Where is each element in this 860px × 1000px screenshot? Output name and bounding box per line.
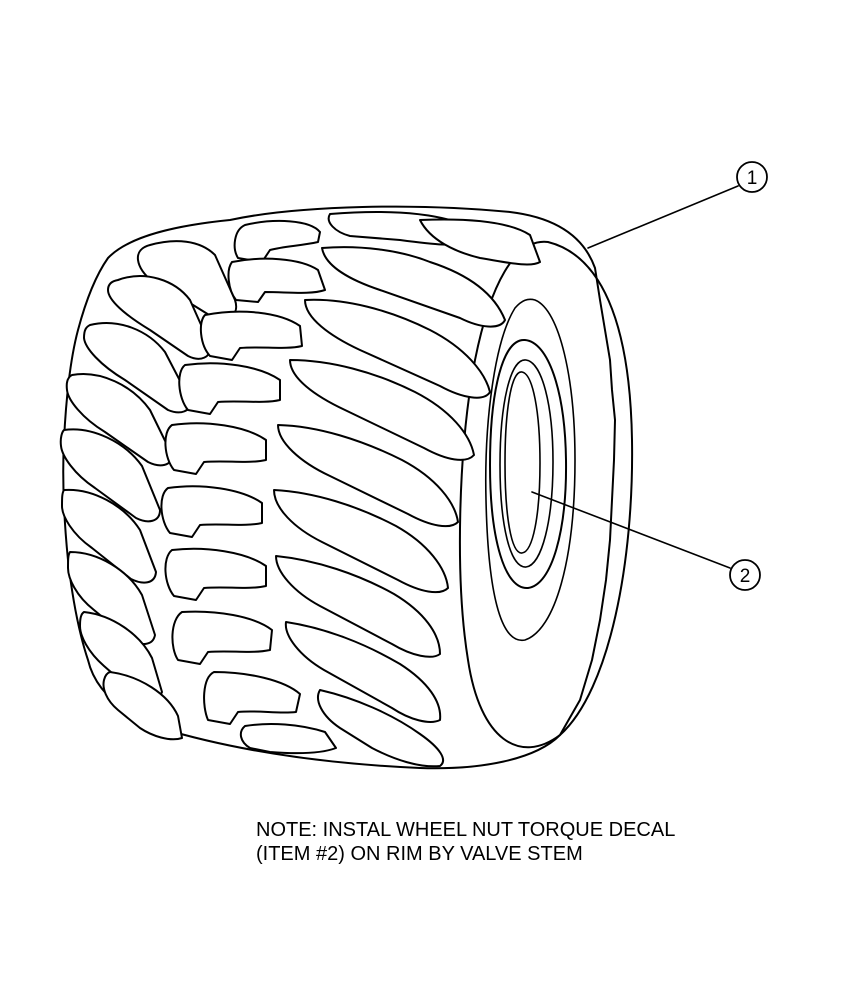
note-line-1: NOTE: INSTAL WHEEL NUT TORQUE DECAL bbox=[256, 819, 676, 841]
leader-line-1 bbox=[587, 185, 739, 249]
rim-outer bbox=[489, 338, 568, 590]
tire-sidewall bbox=[458, 240, 634, 749]
rim-hub bbox=[504, 371, 541, 554]
callout-1: 1 bbox=[736, 161, 768, 193]
installation-note: NOTE: INSTAL WHEEL NUT TORQUE DECAL (ITE… bbox=[256, 818, 816, 866]
tire-bead-line bbox=[484, 298, 576, 641]
tire-illustration bbox=[59, 205, 634, 770]
callout-2: 2 bbox=[729, 559, 761, 591]
callout-2-label: 2 bbox=[740, 566, 751, 587]
tread-lugs bbox=[59, 211, 541, 768]
note-line-2: (ITEM #2) ON RIM BY VALVE STEM bbox=[256, 843, 583, 865]
leader-line-2 bbox=[531, 491, 731, 569]
callout-1-label: 1 bbox=[747, 168, 758, 189]
rim-inner bbox=[499, 359, 554, 568]
